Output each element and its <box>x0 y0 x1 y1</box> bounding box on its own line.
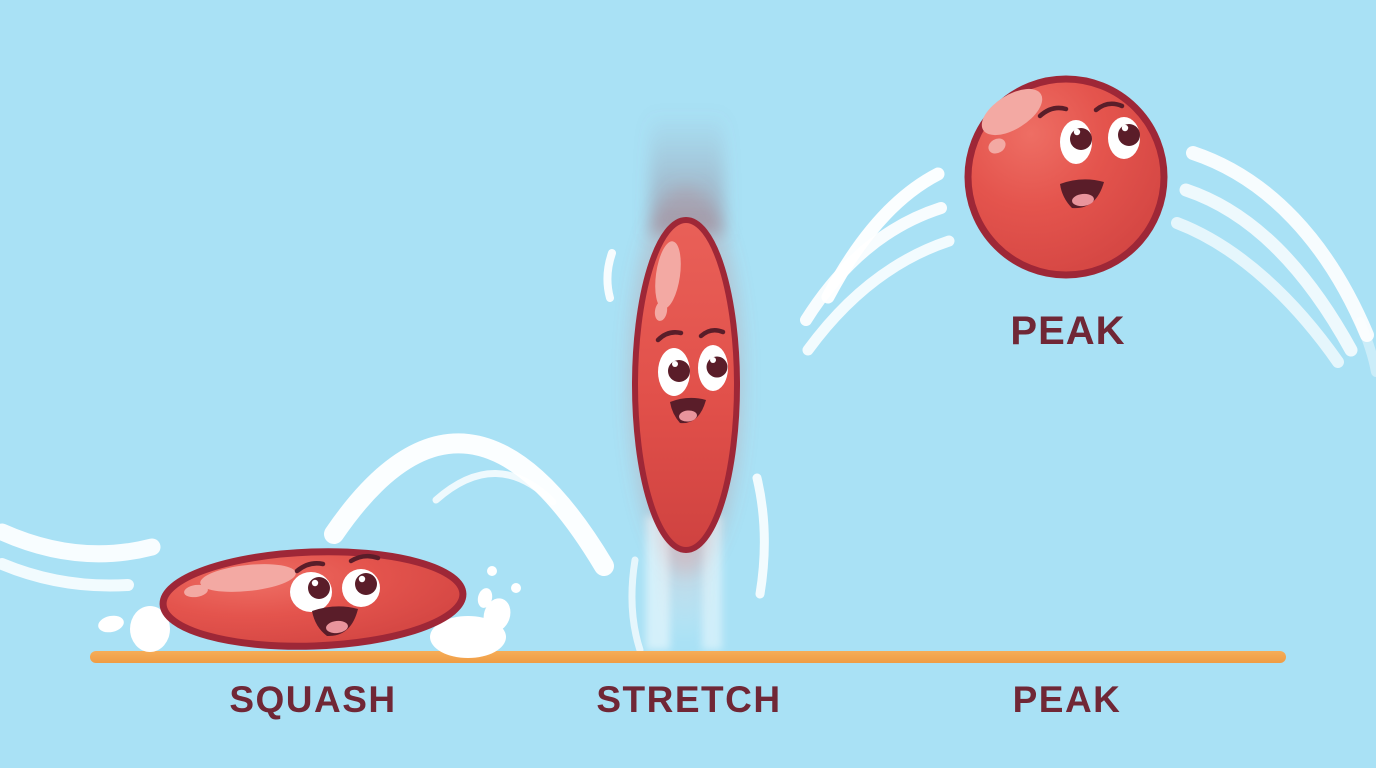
stretch-motion-blur-below <box>646 508 722 650</box>
ground-line <box>90 651 1286 663</box>
peak-ball <box>964 75 1168 279</box>
squash-ball-face <box>290 553 381 637</box>
squash-ball <box>159 548 467 650</box>
peak-descent-arcs <box>1171 146 1376 377</box>
peak-label: PEAK <box>1012 679 1122 720</box>
stretch-ball <box>632 217 740 553</box>
incoming-trail-arcs <box>0 523 161 592</box>
peak-caption: PEAK <box>1010 309 1126 353</box>
peak-approach-arcs <box>800 167 955 356</box>
bounce-arc <box>324 433 614 576</box>
squash-label: SQUASH <box>229 679 397 720</box>
squash-splash-left <box>98 606 170 652</box>
squash-splash-right <box>430 566 521 658</box>
stretch-ball-face <box>655 327 728 424</box>
peak-ball-face <box>1037 101 1140 209</box>
stretch-label: STRETCH <box>596 679 782 720</box>
stretch-streak-lines <box>603 249 769 654</box>
